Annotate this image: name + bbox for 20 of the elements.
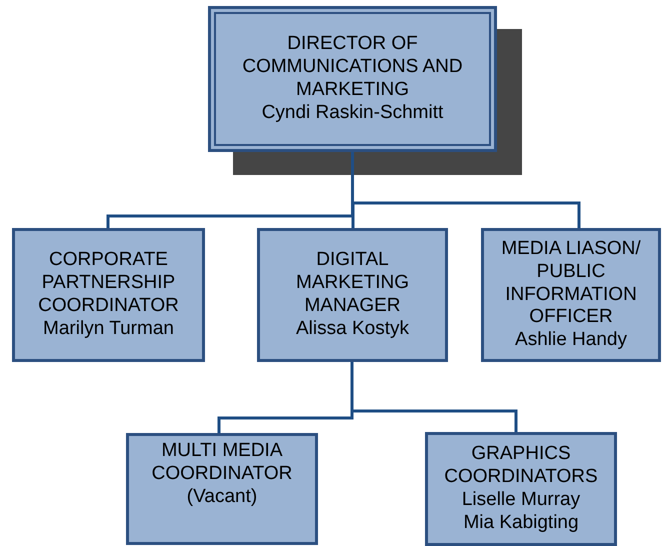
position-box [425,432,617,546]
connector-line [351,152,580,228]
person-name: (Vacant) [186,486,258,508]
person-name: Cyndi Raskin-Schmitt [262,102,444,125]
person-name: Ashlie Handy [515,329,627,352]
position-box [12,228,205,362]
job-title: CORPORATE PARTNERSHIP COORDINATOR [37,249,180,318]
job-title: DIRECTOR OF COMMUNICATIONS AND MARKETING [241,33,464,102]
job-title: GRAPHICS COORDINATORS [443,443,599,489]
person-name: Mia Kabigting [463,512,579,535]
job-title: MEDIA LIASON/ PUBLIC INFORMATION OFFICER [500,238,642,330]
position-box [126,433,318,545]
connector-line [350,362,518,432]
person-name: Alissa Kostyk [296,318,409,341]
job-title: MULTI MEDIA COORDINATOR [150,440,294,486]
job-title: DIGITAL MARKETING MANAGER [295,249,410,318]
person-name: Liselle Murray [462,489,580,512]
position-box [257,228,448,362]
person-name: Marilyn Turman [43,318,174,341]
position-box [481,228,661,362]
